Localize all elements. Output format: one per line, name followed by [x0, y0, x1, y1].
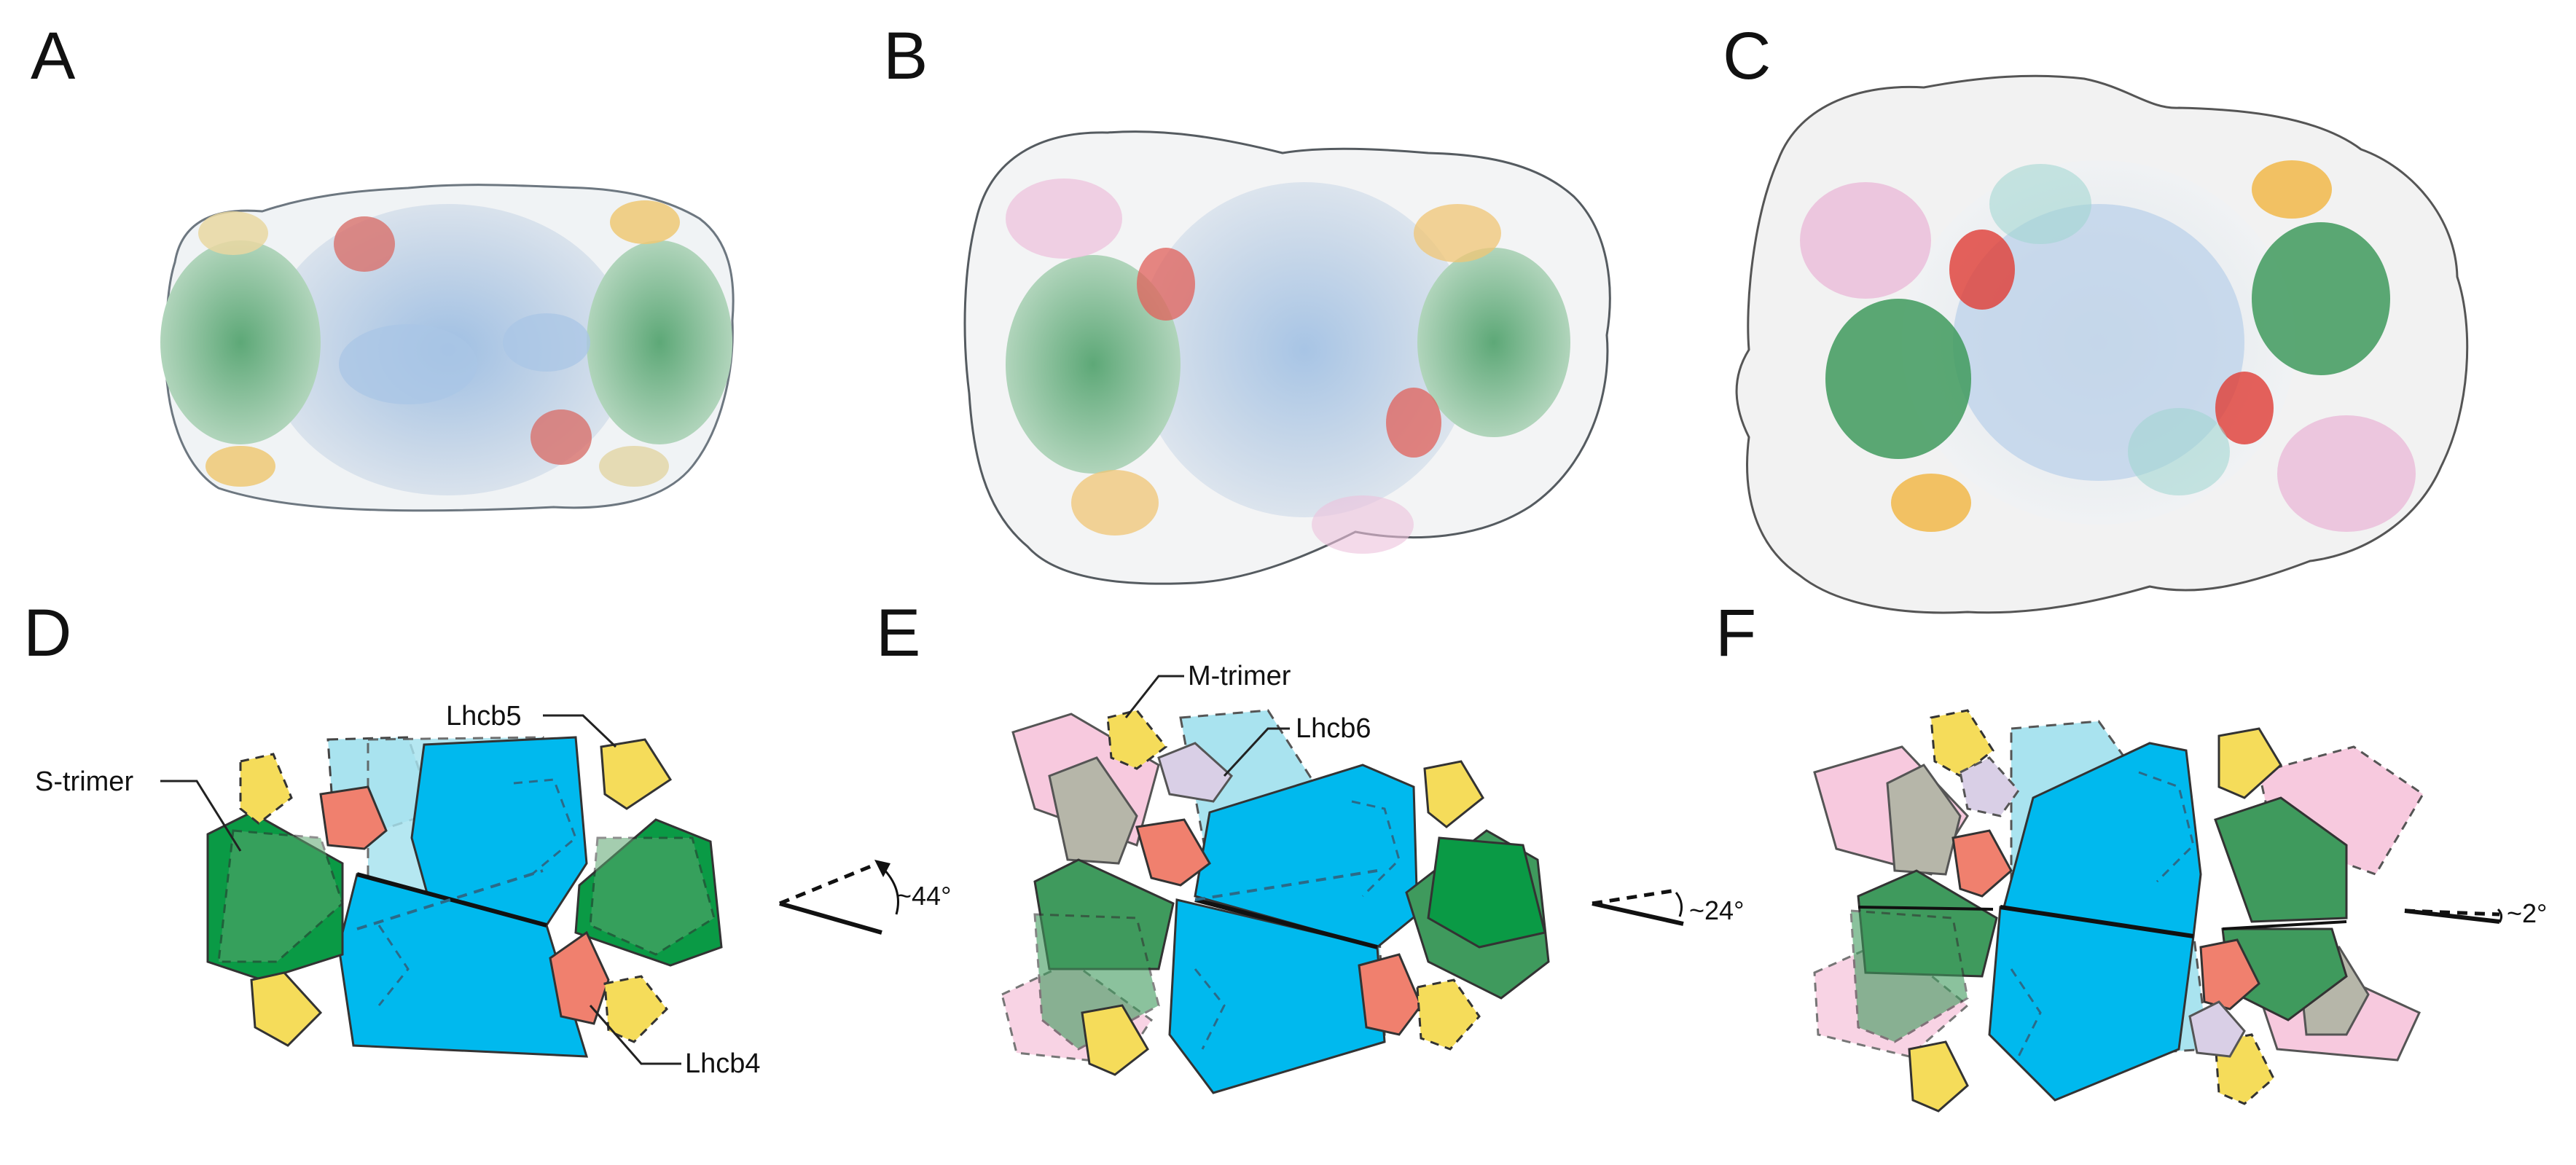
label-lhcb5: Lhcb5: [446, 701, 522, 731]
panel-b-density-map: [963, 130, 1611, 585]
label-s-trimer: S-trimer: [35, 766, 133, 797]
leader-lhcb6: [1223, 727, 1290, 777]
panel-letter-d: D: [23, 596, 71, 670]
leader-lhcb5: [543, 714, 617, 748]
panel-letter-f: F: [1715, 596, 1756, 670]
panel-a-density-map: [160, 184, 735, 512]
leader-m-trimer: [1124, 675, 1184, 718]
angle-e: ~24°: [1689, 895, 1744, 925]
panel-d-schematic: S-trimer Lhcb5 Lhcb4 ~44°: [35, 701, 951, 1079]
angle-d: ~44°: [896, 881, 951, 911]
angle-f: ~2°: [2507, 898, 2547, 928]
label-lhcb6: Lhcb6: [1296, 713, 1371, 744]
panel-letter-a: A: [31, 19, 76, 93]
label-m-trimer: M-trimer: [1188, 661, 1291, 691]
leader-s-trimer: [160, 780, 242, 852]
panel-c-density-map: [1735, 74, 2469, 614]
leader-lhcb4: [589, 1005, 681, 1065]
panel-letter-c: C: [1723, 19, 1771, 93]
panel-e-schematic: M-trimer Lhcb6 ~24°: [1001, 661, 1744, 1094]
panel-letter-e: E: [876, 596, 920, 670]
panel-f-schematic: ~2°: [1813, 709, 2547, 1113]
label-lhcb4: Lhcb4: [685, 1048, 761, 1079]
panel-letter-b: B: [883, 19, 928, 93]
